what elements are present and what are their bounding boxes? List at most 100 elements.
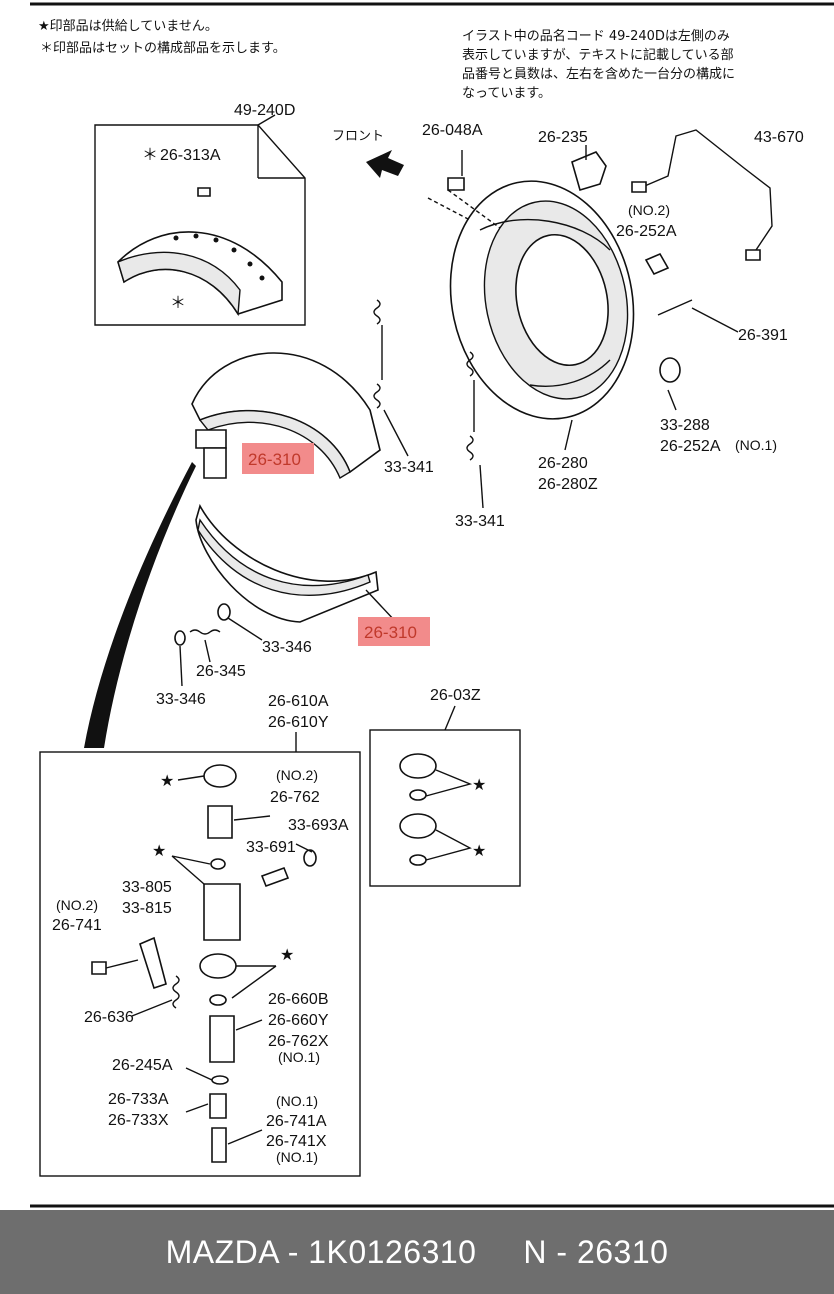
cup-1 [409, 789, 427, 801]
label-26-636: 26-636 [84, 1009, 134, 1026]
label-26-313A: 26-313A [160, 147, 221, 164]
inset-26-03Z [369, 729, 521, 887]
highlight-26-310-a [242, 443, 314, 474]
label-33-346-b: 33-346 [156, 691, 206, 708]
label-no2-b: (NO.2) [276, 767, 318, 783]
label-26-280: 26-280 [538, 455, 588, 472]
star-top: ★ [160, 773, 174, 790]
label-33-815: 33-815 [122, 900, 172, 917]
bolt-26-741A [211, 1127, 227, 1163]
highlight-26-310-b [358, 617, 430, 646]
label-26-741X: 26-741X [266, 1133, 327, 1150]
note-star: ★印部品は供給していません。 [38, 19, 218, 34]
cap-33-288 [659, 357, 681, 383]
cup-2 [409, 854, 427, 866]
star-26-03Z-a: ★ [472, 777, 486, 794]
label-33-341-a: 33-341 [384, 459, 434, 476]
cup-mid [209, 994, 227, 1006]
label-no2-c: (NO.2) [56, 897, 98, 913]
label-no1-c: (NO.1) [276, 1093, 318, 1109]
label-26-03Z: 26-03Z [430, 687, 481, 704]
cylinder-body [203, 883, 241, 941]
label-26-660B: 26-660B [268, 991, 329, 1008]
screw-26-733A [209, 1093, 227, 1119]
footer-bar: MAZDA - 1K0126310 N - 26310 [0, 1210, 834, 1294]
label-26-252A-no1: 26-252A [660, 438, 721, 455]
label-no1-b: (NO.1) [278, 1049, 320, 1065]
spring-lower [466, 351, 484, 509]
bolt-26-741 [91, 961, 107, 975]
star-mid: ★ [152, 843, 166, 860]
label-26-762: 26-762 [270, 789, 320, 806]
front-arrow-icon [366, 150, 404, 178]
spring-upper [373, 299, 409, 457]
label-26-610A: 26-610A [268, 693, 329, 710]
label-26-741A: 26-741A [266, 1113, 327, 1130]
boot-top [203, 764, 237, 788]
label-26-280Z: 26-280Z [538, 476, 598, 493]
pipe-end-1 [631, 181, 647, 193]
boot-1 [399, 753, 437, 779]
label-26-310-a: 26-310 [248, 450, 301, 469]
adjuster-part [195, 429, 227, 449]
nipple-26-252A [644, 252, 670, 276]
label-26-741: 26-741 [52, 917, 102, 934]
label-no1-d: (NO.1) [276, 1149, 318, 1165]
label-no2-a: (NO.2) [628, 202, 670, 218]
boot-2 [399, 813, 437, 839]
note-right-1: イラスト中の品名コード 49-240Dは左側のみ [462, 28, 730, 44]
boot-mid [199, 953, 237, 979]
label-33-691: 33-691 [246, 839, 296, 856]
bolt-26-048A [447, 177, 465, 191]
note-right-2: 表示していますが、テキストに記載している部 [462, 47, 734, 63]
label-26-610Y: 26-610Y [268, 714, 329, 731]
label-front: フロント [332, 129, 384, 144]
label-no1-a: (NO.1) [735, 437, 777, 453]
washer-33-346-a [174, 630, 186, 646]
inset-26-610A [39, 751, 361, 1177]
label-26-762X: 26-762X [268, 1033, 329, 1050]
label-26-733A: 26-733A [108, 1091, 169, 1108]
label-26-245A: 26-245A [112, 1057, 173, 1074]
brake-shoe-lower [195, 503, 379, 623]
washer-26-245A [211, 1075, 229, 1085]
label-26-391: 26-391 [738, 327, 788, 344]
rivet-part [197, 187, 211, 197]
footer-part-text: MAZDA - 1K0126310 N - 26310 [165, 1233, 669, 1270]
label-26-660Y: 26-660Y [268, 1012, 329, 1029]
note-asterisk: ＊印部品はセットの構成部品を示します。 [40, 41, 286, 56]
label-33-341-b: 33-341 [455, 513, 505, 530]
callout-arrow [84, 462, 196, 748]
label-43-670: 43-670 [754, 129, 804, 146]
note-right-3: 品番号と員数は、左右を含めた一台分の構成に [462, 66, 735, 82]
label-26-345: 26-345 [196, 663, 246, 680]
label-33-693A: 33-693A [288, 817, 349, 834]
backing-plate [449, 180, 635, 420]
star-lower: ★ [280, 947, 294, 964]
label-26-310-b: 26-310 [364, 623, 417, 642]
piston-26-762 [207, 805, 233, 839]
label-26-252A: 26-252A [616, 223, 677, 240]
label-asterisk-lining: ＊ [170, 295, 186, 312]
cap-33-693A [303, 849, 317, 867]
brake-shoe-upper [191, 352, 381, 480]
label-26-048A: 26-048A [422, 122, 483, 139]
cup-top [210, 858, 226, 870]
washer-33-346-b [217, 603, 231, 621]
label-49-240D: 49-240D [234, 102, 295, 119]
parts-diagram: ★印部品は供給していません。 ＊印部品はセットの構成部品を示します。 イラスト中… [30, 2, 834, 1208]
label-33-805: 33-805 [122, 879, 172, 896]
bleeder-33-691 [260, 866, 290, 888]
label-26-733X: 26-733X [108, 1112, 169, 1129]
label-33-346-a: 33-346 [262, 639, 312, 656]
piston-26-660B [209, 1015, 235, 1063]
label-33-288: 33-288 [660, 417, 710, 434]
lever-33-805 [139, 936, 167, 990]
spring-26-345 [189, 629, 221, 635]
label-star-asterisk: ＊ [142, 147, 158, 164]
pipe-end-2 [745, 249, 761, 261]
label-26-235: 26-235 [538, 129, 588, 146]
note-right-4: なっています。 [462, 86, 551, 101]
cylinder-26-235 [571, 151, 607, 191]
star-26-03Z-b: ★ [472, 843, 486, 860]
